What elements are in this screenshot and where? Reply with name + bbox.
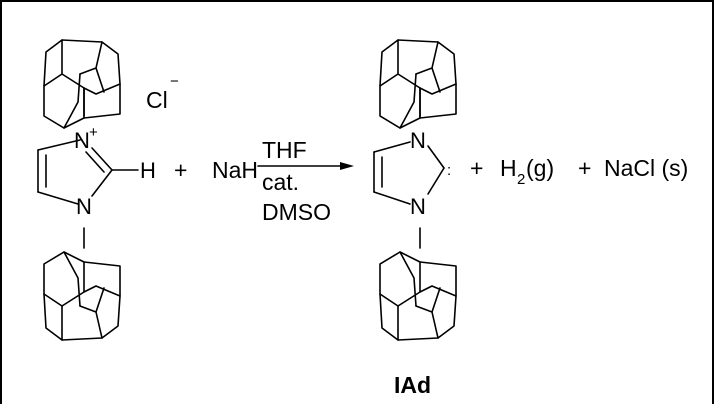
- atom-n-top: N: [74, 128, 90, 153]
- reaction-arrow: [257, 162, 354, 170]
- plus-sign-3: +: [578, 155, 591, 181]
- carbene-lone-pair: :: [447, 162, 451, 179]
- atom-h: H: [140, 158, 156, 183]
- reagent-nah: NaH: [212, 157, 258, 183]
- adamantyl-bottom: [43, 251, 121, 341]
- byproduct-h2-state: (g): [526, 155, 554, 181]
- plus-sign-1: +: [174, 157, 187, 183]
- product-adamantyl-bottom: [379, 251, 457, 341]
- bond-n1-c5: [37, 139, 81, 151]
- plus-sign-2: +: [470, 155, 483, 181]
- bond-n1-c2: [91, 147, 113, 171]
- atom-n-bottom: N: [76, 194, 92, 219]
- counterion-charge: −: [170, 73, 179, 90]
- byproduct-nacl: NaCl (s): [604, 155, 688, 181]
- product-adamantyl-top: [379, 39, 457, 129]
- product-bond-c2-n3: [427, 167, 445, 195]
- arrow-head: [340, 162, 354, 170]
- counterion-cl: Cl: [146, 87, 168, 113]
- adamantyl-top: [43, 39, 121, 129]
- charge-plus: +: [89, 124, 98, 141]
- product-label-iad: IAd: [394, 372, 431, 398]
- bond-c4-n3: [37, 191, 79, 205]
- product-iad: N N : IAd: [373, 39, 457, 398]
- condition-dmso: DMSO: [262, 199, 331, 225]
- condition-cat: cat.: [262, 169, 299, 195]
- bond-c2-n3: [91, 169, 113, 197]
- product-atom-n-top: N: [410, 128, 426, 153]
- byproduct-h2-subscript: 2: [517, 171, 525, 188]
- bond-n1-c2-double: [85, 151, 105, 173]
- byproduct-h2-main: H: [500, 155, 517, 181]
- product-bond-n1-c2: [427, 145, 445, 169]
- reactant-imidazolium: N + N H Cl −: [37, 39, 179, 341]
- product-bond-c4-n3: [373, 191, 411, 205]
- product-atom-n-bottom: N: [410, 194, 426, 219]
- product-bond-n1-c5: [373, 141, 411, 153]
- condition-thf: THF: [262, 137, 307, 163]
